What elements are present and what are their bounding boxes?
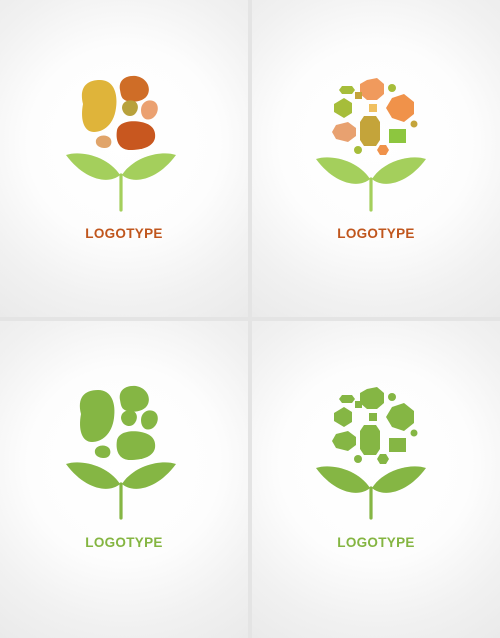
logotype-label: LOGOTYPE <box>337 535 415 550</box>
flower-petals <box>81 75 158 150</box>
logo-tile-organic-color: LOGOTYPE <box>0 0 248 317</box>
flower-logo-geometric-color-icon <box>316 78 426 212</box>
flower-leaves-stem <box>66 462 176 520</box>
logo-tile-geometric-color: LOGOTYPE <box>252 0 500 317</box>
logotype-label: LOGOTYPE <box>337 226 415 241</box>
logotype-label: LOGOTYPE <box>85 535 163 550</box>
flower-petals <box>79 385 158 460</box>
flower-petals <box>332 387 418 464</box>
logotype-label: LOGOTYPE <box>85 226 163 241</box>
flower-leaves-stem <box>66 153 176 212</box>
logo-tile-organic-mono: LOGOTYPE <box>0 321 248 638</box>
flower-logo-geometric-mono-icon <box>316 387 426 520</box>
flower-logo-organic-mono-icon <box>66 385 176 520</box>
flower-petals <box>332 78 418 155</box>
flower-logo-organic-color-icon <box>66 75 176 212</box>
flower-leaves-stem <box>316 157 426 212</box>
logo-tile-geometric-mono: LOGOTYPE <box>252 321 500 638</box>
flower-leaves-stem <box>316 466 426 520</box>
